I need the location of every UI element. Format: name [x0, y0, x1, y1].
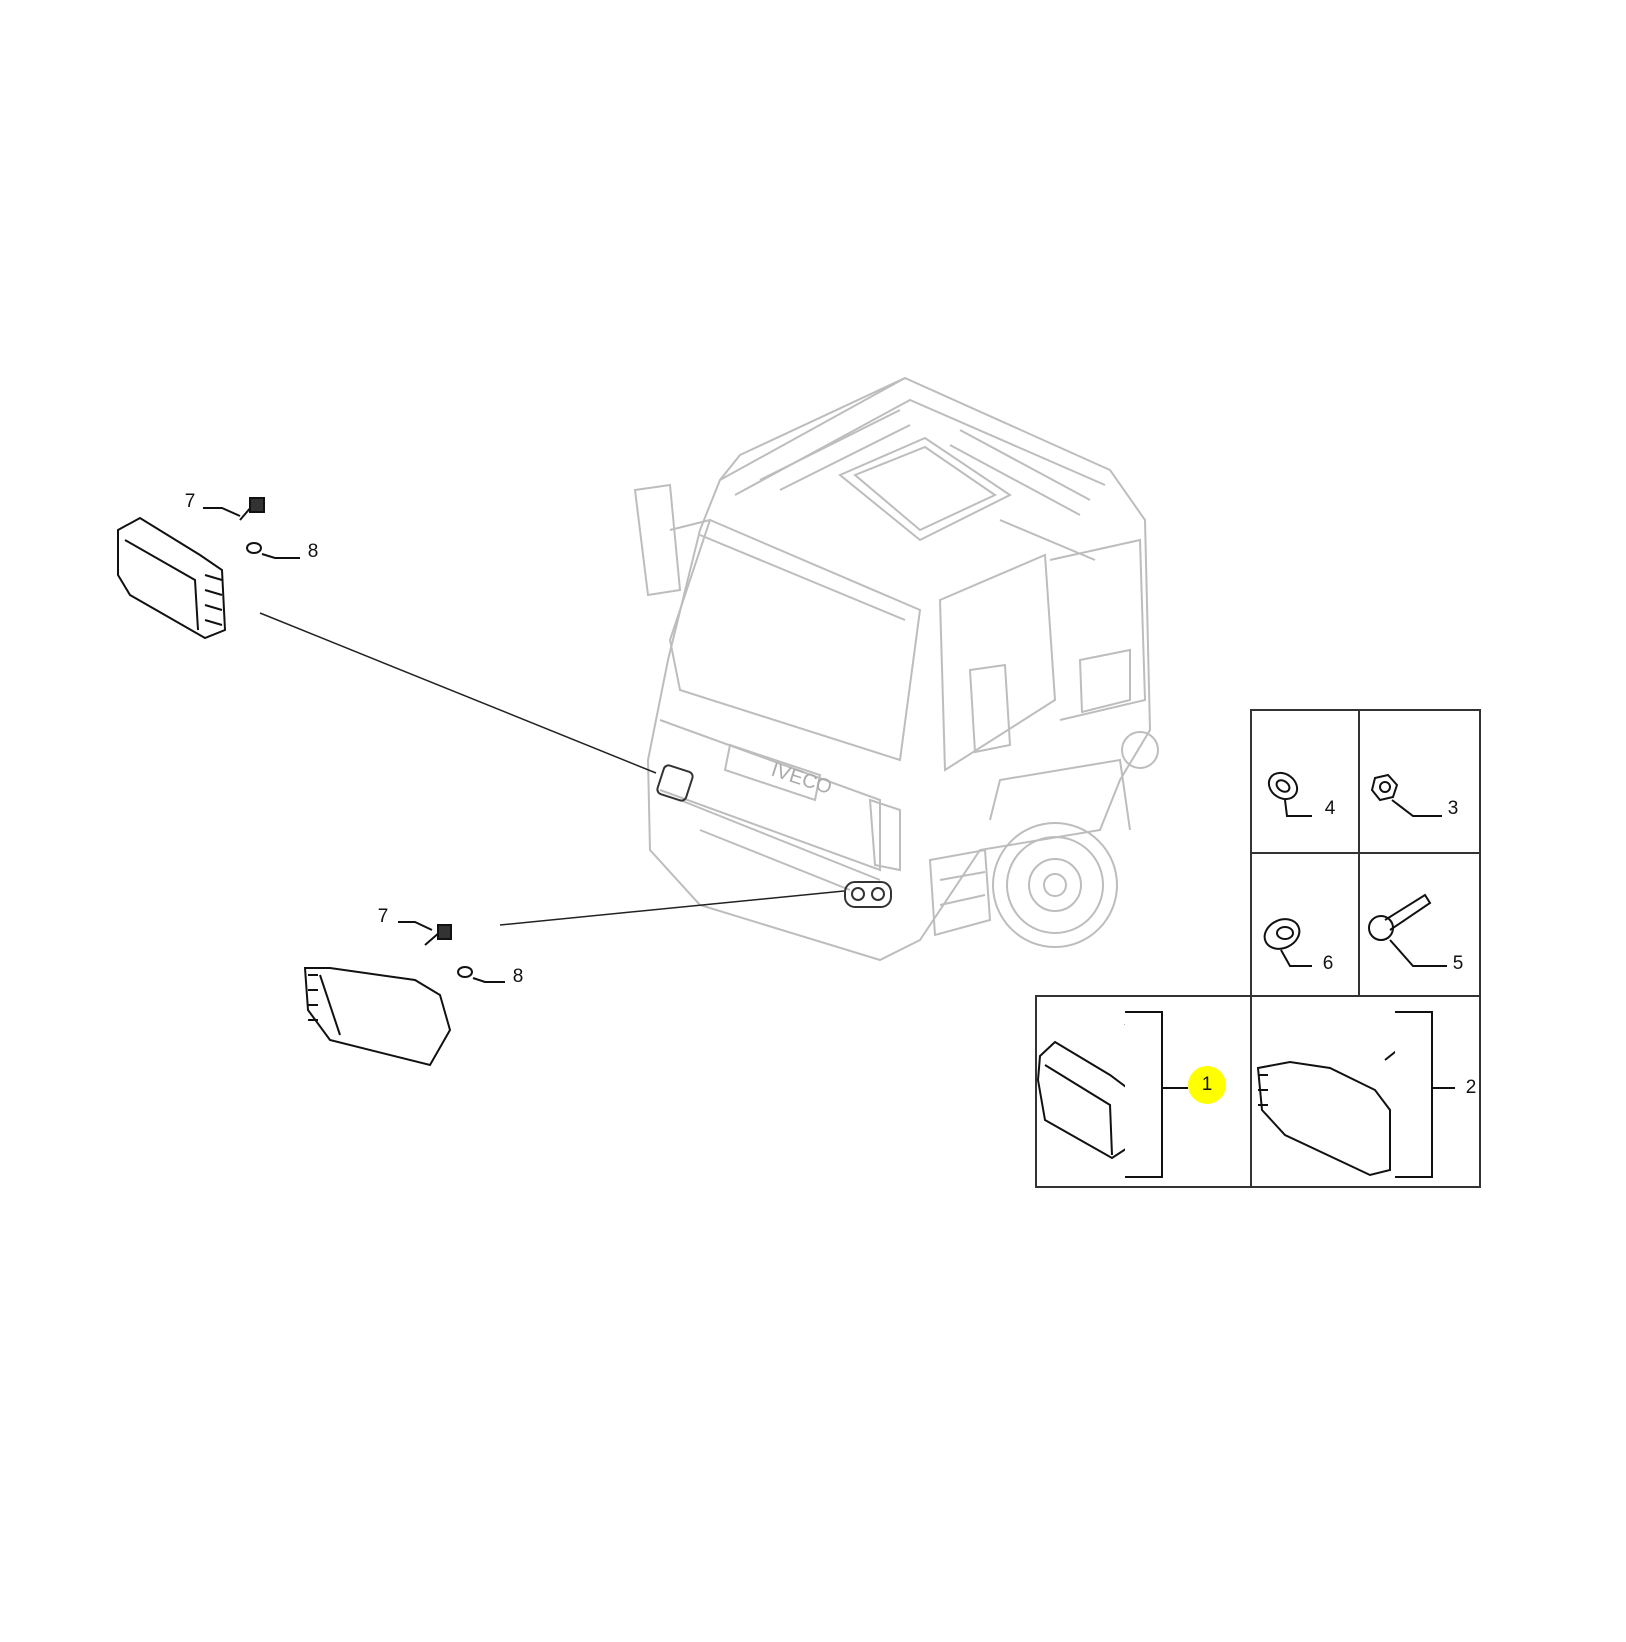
truck-lamp-right: [844, 881, 892, 908]
callout-5[interactable]: 5: [1452, 953, 1464, 974]
callout-6[interactable]: 6: [1322, 953, 1334, 974]
leader-line-upper: [259, 612, 657, 774]
leader-line-lower: [499, 890, 845, 926]
truck-lamp-left: [656, 764, 694, 802]
callout-4[interactable]: 4: [1324, 798, 1336, 819]
truck-badge: IVECO: [768, 759, 834, 799]
fog-lamp-lower-exploded: [303, 967, 452, 1067]
screw-icon: [1368, 893, 1447, 967]
callout-1-highlighted[interactable]: 1: [1188, 1066, 1226, 1104]
callout-7-upper[interactable]: 7: [184, 491, 196, 512]
truck-cab-drawing: [633, 376, 1159, 962]
bulb-small-lower-icon: [457, 966, 505, 983]
spring-washer-icon: [1263, 918, 1312, 967]
fog-lamp-left-icon: [1036, 1011, 1188, 1178]
callout-7-lower[interactable]: 7: [377, 906, 389, 927]
fog-lamp-right-icon: [1256, 1011, 1455, 1178]
bulb-lower-icon: [398, 921, 452, 946]
callout-8-upper[interactable]: 8: [307, 541, 319, 562]
bulb-small-upper-icon: [246, 542, 300, 559]
callout-3[interactable]: 3: [1447, 798, 1459, 819]
bulb-upper-icon: [203, 497, 265, 521]
washer-icon: [1267, 771, 1312, 817]
callout-2[interactable]: 2: [1465, 1077, 1477, 1098]
fog-lamp-upper-exploded: [117, 516, 227, 640]
callout-8-lower[interactable]: 8: [512, 966, 524, 987]
parts-grid: [1035, 709, 1481, 1188]
nut-icon: [1370, 773, 1442, 817]
